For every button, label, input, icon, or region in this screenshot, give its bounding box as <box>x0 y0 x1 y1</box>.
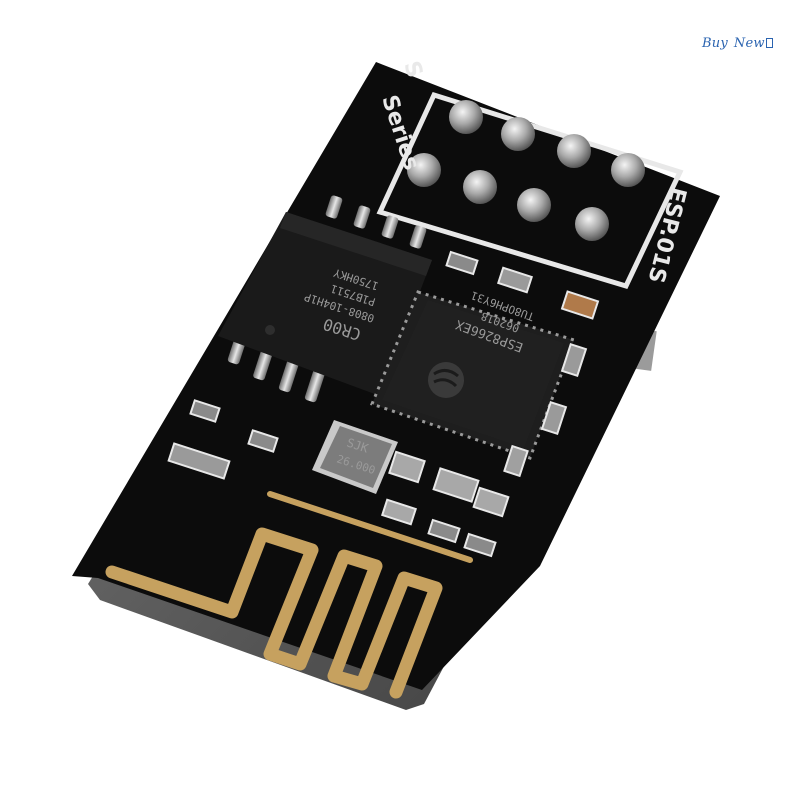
badge-box-icon <box>765 38 773 48</box>
series-letter: S <box>398 58 427 81</box>
new-label: New <box>733 36 765 51</box>
header-pins <box>407 100 645 241</box>
smd-components <box>167 250 600 558</box>
flash-chip: CR00 0808-104H1P P1B7511 1750HKY <box>218 195 432 403</box>
buy-label: Buy <box>702 36 728 51</box>
crystal-text-1: SJK <box>345 436 371 456</box>
crystal-oscillator: SJK 26.000 <box>312 420 398 494</box>
buy-new-badge[interactable]: Buy New <box>702 36 782 51</box>
header-outline <box>376 91 684 290</box>
soc-chip: ESP8266EX 062018 TU8OPH6Y31 <box>370 288 576 460</box>
pcb-antenna <box>105 491 473 699</box>
